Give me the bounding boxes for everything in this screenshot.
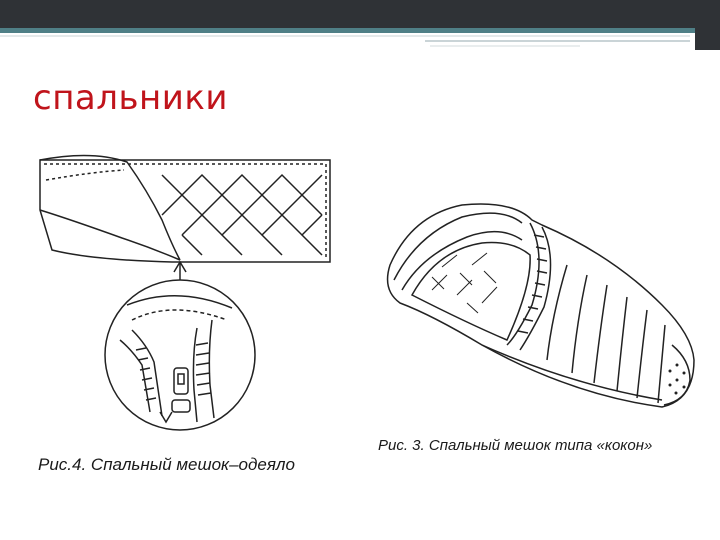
figure-caption-cocoon: Рис. 3. Спальный мешок типа «кокон» — [378, 437, 653, 454]
blanket-bag-illustration — [39, 154, 331, 431]
figure-caption-blanket: Рис.4. Спальный мешок–одеяло — [38, 455, 295, 474]
slide-title: спальники — [33, 78, 228, 118]
cocoon-bag-illustration — [386, 203, 695, 408]
header-decoration — [0, 0, 720, 50]
